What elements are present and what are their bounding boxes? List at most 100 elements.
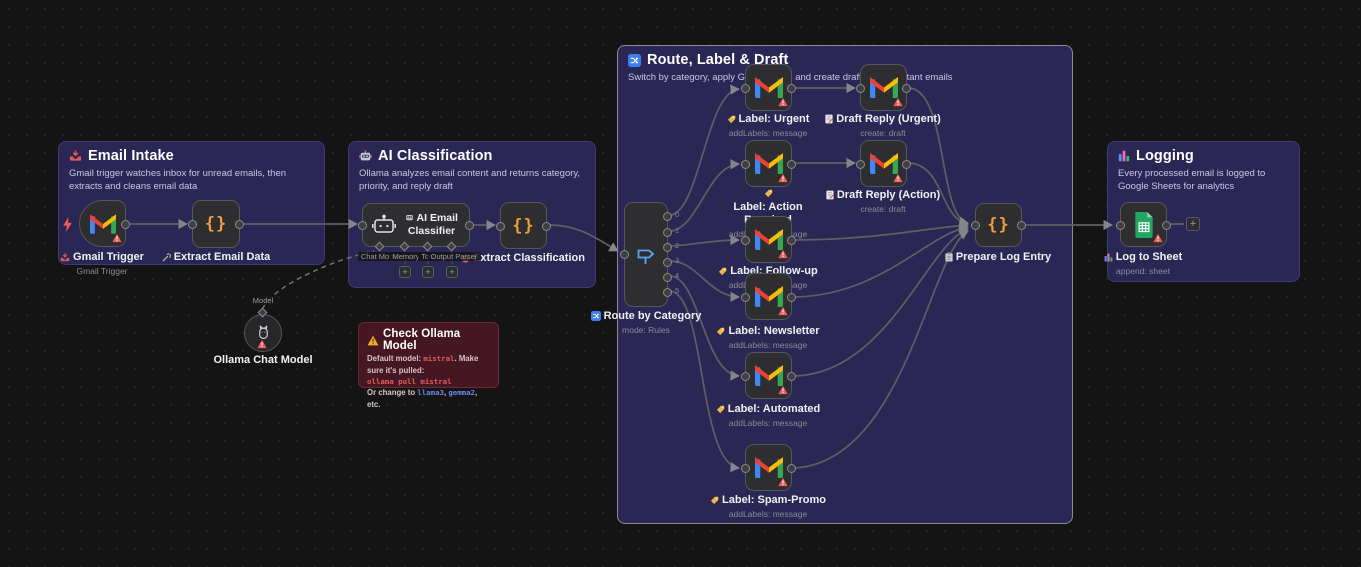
- output-port[interactable]: [787, 236, 796, 245]
- output-port-1[interactable]: [663, 228, 672, 237]
- wire-router-out1[interactable]: [669, 159, 740, 232]
- output-port[interactable]: [1162, 221, 1171, 230]
- node-extract-email-data[interactable]: {}: [188, 200, 244, 248]
- input-port[interactable]: [188, 220, 197, 229]
- node-label-followup[interactable]: [741, 216, 796, 263]
- code-gemma2: gemma2: [448, 388, 476, 398]
- node-gmail-trigger[interactable]: [79, 200, 130, 247]
- label-prepare-log-entry: Prepare Log Entry: [923, 251, 1073, 264]
- output-port[interactable]: [542, 222, 551, 231]
- wire-router-out2[interactable]: [669, 234, 740, 247]
- input-port[interactable]: [1116, 221, 1125, 230]
- warning-icon: [893, 97, 903, 107]
- add-memory-button[interactable]: +: [399, 266, 411, 278]
- node-prepare-log-entry[interactable]: {}: [971, 203, 1026, 247]
- output-port[interactable]: [121, 220, 130, 229]
- label-draft-reply-action: Draft Reply (Action) create: draft: [808, 189, 958, 214]
- output-port[interactable]: [787, 464, 796, 473]
- output-port[interactable]: [902, 160, 911, 169]
- output-port[interactable]: [902, 84, 911, 93]
- input-port[interactable]: [856, 84, 865, 93]
- gmail-icon: [754, 286, 783, 307]
- group-description: Every processed email is logged to Googl…: [1118, 168, 1266, 193]
- output-port[interactable]: [1017, 221, 1026, 230]
- node-ollama-chat-model[interactable]: [244, 314, 282, 352]
- wire-router-out3[interactable]: [669, 260, 740, 302]
- warning-icon: [778, 97, 788, 107]
- node-label-automated[interactable]: [741, 352, 796, 399]
- add-next-node-button[interactable]: +: [1186, 217, 1200, 231]
- label-draft-reply-urgent: Draft Reply (Urgent) create: draft: [808, 113, 958, 138]
- tag-icon: [727, 115, 735, 124]
- add-tool-button[interactable]: +: [422, 266, 434, 278]
- wire-extractclass-to-router[interactable]: [548, 224, 619, 252]
- llama-icon: [258, 325, 268, 339]
- note-check-ollama-model[interactable]: Check Ollama Model Default model: mistra…: [358, 322, 499, 409]
- node-ai-email-classifier[interactable]: AI Email Classifier: [358, 203, 474, 247]
- group-logging-header: Logging: [1118, 148, 1289, 164]
- input-port[interactable]: [741, 236, 750, 245]
- output-port[interactable]: [787, 160, 796, 169]
- input-port[interactable]: [496, 222, 505, 231]
- code-ollama-pull: ollama pull mistral: [367, 376, 452, 386]
- output-port-5[interactable]: [663, 288, 672, 297]
- output-index-4: 4: [675, 271, 680, 280]
- gmail-icon: [869, 77, 898, 98]
- wire-router-out4[interactable]: [669, 275, 740, 381]
- input-port[interactable]: [358, 221, 367, 230]
- port-label-memory: Memory: [389, 252, 423, 261]
- signpost-icon: [637, 249, 655, 264]
- gmail-icon: [754, 153, 783, 174]
- label-ollama-chat-model: Ollama Chat Model: [213, 354, 313, 366]
- output-port[interactable]: [787, 372, 796, 381]
- wire-router-out0[interactable]: [669, 84, 740, 216]
- input-port[interactable]: [741, 293, 750, 302]
- input-port[interactable]: [741, 160, 750, 169]
- wire-followup-to-prepare[interactable]: [793, 220, 969, 241]
- input-port[interactable]: [856, 160, 865, 169]
- output-port[interactable]: [465, 221, 474, 230]
- warning-icon: [778, 249, 788, 259]
- node-draft-reply-action[interactable]: [856, 140, 911, 187]
- output-port-0[interactable]: [663, 212, 672, 221]
- node-draft-reply-urgent[interactable]: [856, 64, 911, 111]
- wire-automated-to-prepare[interactable]: [793, 227, 969, 377]
- node-label-newsletter[interactable]: [741, 273, 796, 320]
- wire-newsletter-to-prepare[interactable]: [793, 223, 969, 298]
- group-ai-classification[interactable]: AI Classification Ollama analyzes email …: [348, 141, 596, 288]
- robot-icon: [359, 149, 372, 160]
- output-port-4[interactable]: [663, 273, 672, 282]
- group-route-label-draft[interactable]: Route, Label & Draft Switch by category,…: [617, 45, 1073, 524]
- wire-drafturgent-to-prepare[interactable]: [908, 87, 969, 227]
- output-index-0: 0: [675, 210, 680, 219]
- node-log-to-sheet[interactable]: [1116, 202, 1171, 247]
- bar-chart-icon: [1104, 253, 1113, 262]
- add-output-parser-button[interactable]: +: [446, 266, 458, 278]
- output-port-2[interactable]: [663, 243, 672, 252]
- input-port[interactable]: [971, 221, 980, 230]
- gmail-icon: [89, 213, 116, 234]
- wire-router-out5[interactable]: [669, 290, 740, 473]
- node-label-urgent[interactable]: [741, 64, 796, 111]
- output-port[interactable]: [235, 220, 244, 229]
- output-port-3[interactable]: [663, 258, 672, 267]
- node-label-spam-promo[interactable]: [741, 444, 796, 491]
- label-extract-email: Extract Email Data: [146, 251, 286, 264]
- input-port[interactable]: [741, 84, 750, 93]
- input-port[interactable]: [741, 464, 750, 473]
- node-extract-classification[interactable]: {}: [496, 202, 551, 249]
- wire-ollama-to-chatmodel[interactable]: [262, 250, 375, 309]
- warning-icon: [778, 173, 788, 183]
- inbox-tray-icon: [69, 150, 82, 161]
- warning-icon: [778, 306, 788, 316]
- output-port[interactable]: [787, 84, 796, 93]
- gmail-icon: [754, 457, 783, 478]
- input-port[interactable]: [620, 250, 629, 259]
- input-port[interactable]: [741, 372, 750, 381]
- node-route-by-category[interactable]: [620, 202, 672, 307]
- wire-spam-to-prepare[interactable]: [793, 230, 969, 469]
- node-label-action-required[interactable]: [741, 140, 796, 187]
- output-port[interactable]: [787, 293, 796, 302]
- google-sheets-icon: [1134, 211, 1153, 238]
